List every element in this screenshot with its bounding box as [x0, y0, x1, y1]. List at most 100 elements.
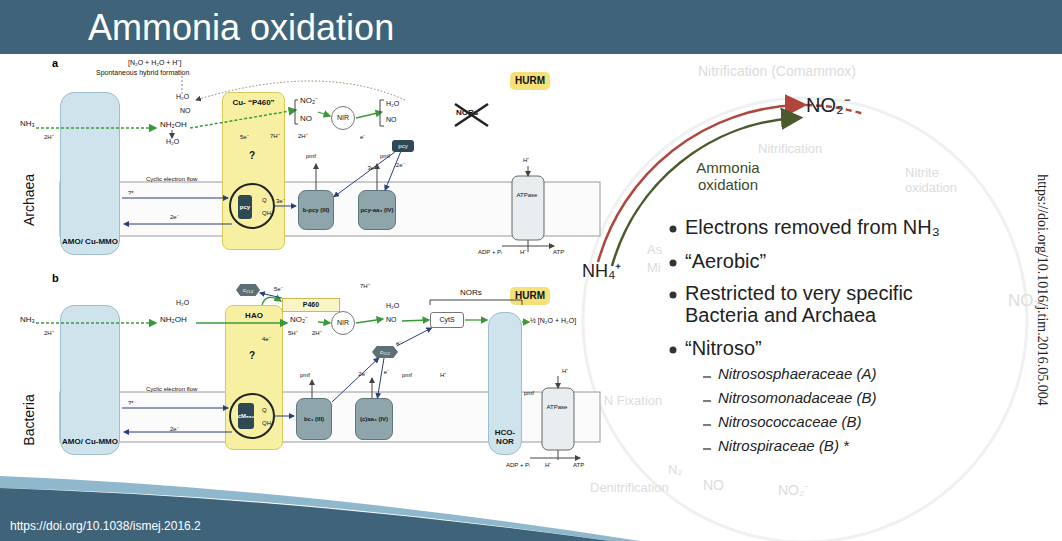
bullet [670, 347, 677, 354]
hurm-badge: HURM [510, 287, 550, 305]
figure-label: NO₂⁻ [290, 316, 308, 325]
node-text: AMO/ Cu-MMO [62, 238, 118, 246]
green-flow [36, 127, 156, 129]
figure-label: H⁺ [545, 462, 551, 469]
atpase-label-box: ATPase [540, 400, 574, 414]
bracket [380, 100, 384, 126]
cytochrome-box: cM₅₅₂ [238, 403, 254, 429]
figure-label: NO [386, 116, 397, 124]
figure-label: NO [386, 316, 397, 324]
atpase-symbol [512, 176, 544, 240]
figure-label: H₂O [386, 302, 399, 310]
cross-out [455, 104, 488, 126]
node-text: pcy [240, 204, 250, 210]
figure-label: ? [249, 350, 255, 361]
enzyme-circle: NIR [331, 311, 355, 335]
figure-label: 7H⁺ [360, 283, 370, 290]
figure-label: 2e⁻ [170, 426, 179, 433]
node-text: c₅₅₄ [243, 287, 253, 293]
figure-label: QH₂ [262, 420, 273, 427]
green-flow [262, 297, 281, 305]
figure-label: 5H⁺ [288, 330, 298, 337]
atp-arrow [530, 458, 580, 459]
electron-connector [334, 152, 395, 197]
figure-label: Bacteria [22, 394, 38, 445]
membrane-enzyme: AMO/ Cu-MMO [60, 92, 120, 255]
edge-label: 2e⁻ [396, 162, 405, 169]
complex-box: pcy-aa₃ (IV) [358, 190, 396, 230]
cycle-label: NO₂⁻ [778, 483, 809, 499]
figure-label: Archaea [22, 174, 38, 226]
footer-swoosh [0, 476, 640, 541]
electron-connector [332, 358, 379, 402]
faded-cycle [583, 98, 1027, 541]
dashed-link [182, 72, 183, 94]
figure-label: ? [249, 150, 255, 161]
green-flow [318, 322, 330, 323]
figure-label: NORs [460, 289, 482, 298]
citation-url: https://doi.org/10.1038/ismej.2016.2 [10, 520, 201, 533]
figure-label: NH₃ [20, 120, 35, 129]
node-text: P460 [303, 301, 319, 308]
cytochrome-box: pcy [238, 195, 252, 219]
taxon-item: Nitrosomonadaceae (B) [718, 390, 876, 407]
membrane-enzyme: HCO-NOR [488, 312, 522, 455]
pmf-arrow [312, 380, 313, 398]
green-flow [196, 322, 287, 324]
taxon-item: Nitrosococcaceae (B) [718, 414, 861, 431]
figure-label: 5e⁻ [240, 134, 249, 141]
figure-label: Q [262, 197, 267, 204]
cycle-label: Nitrification (Comammox) [698, 64, 856, 80]
cyclic-flow [124, 432, 232, 433]
bullet-text: “Aerobic” [685, 250, 766, 272]
quinone-site [230, 394, 274, 438]
node-text: (c)aa₃ (IV) [360, 416, 388, 422]
atpase-symbol [542, 388, 574, 450]
hexagon-shape [236, 284, 260, 296]
figure-label: 2H⁺ [44, 330, 54, 337]
membrane-enzyme: AMO/ Cu-MMO [60, 305, 120, 455]
cycle-label: Ammonia oxidation [668, 160, 788, 194]
cross-out [455, 104, 488, 126]
taxon-item: Nitrososphaeraceae (A) [718, 366, 876, 383]
figure-label: Cyclic electron flow [146, 176, 197, 183]
node-text: c₅₅₂ [380, 349, 390, 355]
enzyme-box: Cu- “P460”pcy [222, 92, 285, 250]
proton-arrow [558, 450, 559, 460]
node-text: bc₁ (III) [304, 416, 324, 422]
cycle-label: N Fixation [603, 394, 663, 409]
cycle-label: NO₂⁻ [806, 94, 851, 116]
electron-arrow [274, 206, 296, 207]
cytochrome-hexagon: c₅₅₄ [236, 284, 260, 296]
figure-label: H₂O [176, 299, 189, 307]
quinone-site [230, 184, 274, 228]
node-text: ATPase [517, 192, 538, 198]
figure-label: 2e⁻ [170, 214, 179, 221]
proton-arrow [528, 240, 529, 252]
green-flow [36, 322, 156, 324]
figure-label: H⁺ [562, 368, 568, 375]
proton-arrow [558, 376, 559, 388]
figure-label: NH₂OH [160, 121, 187, 130]
citation-url: https://doi.org/10.1016/j.tim.2016.05.00… [1034, 174, 1050, 406]
dotted-return [196, 81, 405, 100]
bullet-text: Restricted to very specific Bacteria and… [685, 282, 965, 327]
figure-label: ATP [573, 462, 584, 469]
pmf-arrow [372, 378, 373, 398]
figure-label: e⁻ [396, 340, 401, 347]
electron-arrow [274, 416, 294, 417]
slide-title: Ammonia oxidation [88, 7, 394, 49]
green-flow [356, 112, 382, 118]
bullet [670, 292, 677, 299]
footer-swoosh [0, 488, 610, 541]
figure-label: Spontaneous hybrid formation [96, 69, 189, 77]
bullet [670, 226, 677, 233]
comammox-arrow [598, 105, 800, 262]
enzyme-box: CytS [430, 312, 464, 328]
figure-label: pmf [380, 153, 390, 160]
cyclic-flow [124, 224, 232, 225]
figure-label: Cyclic electron flow [146, 386, 197, 393]
proton-arrow [528, 166, 529, 176]
figure-label: a [52, 57, 58, 69]
